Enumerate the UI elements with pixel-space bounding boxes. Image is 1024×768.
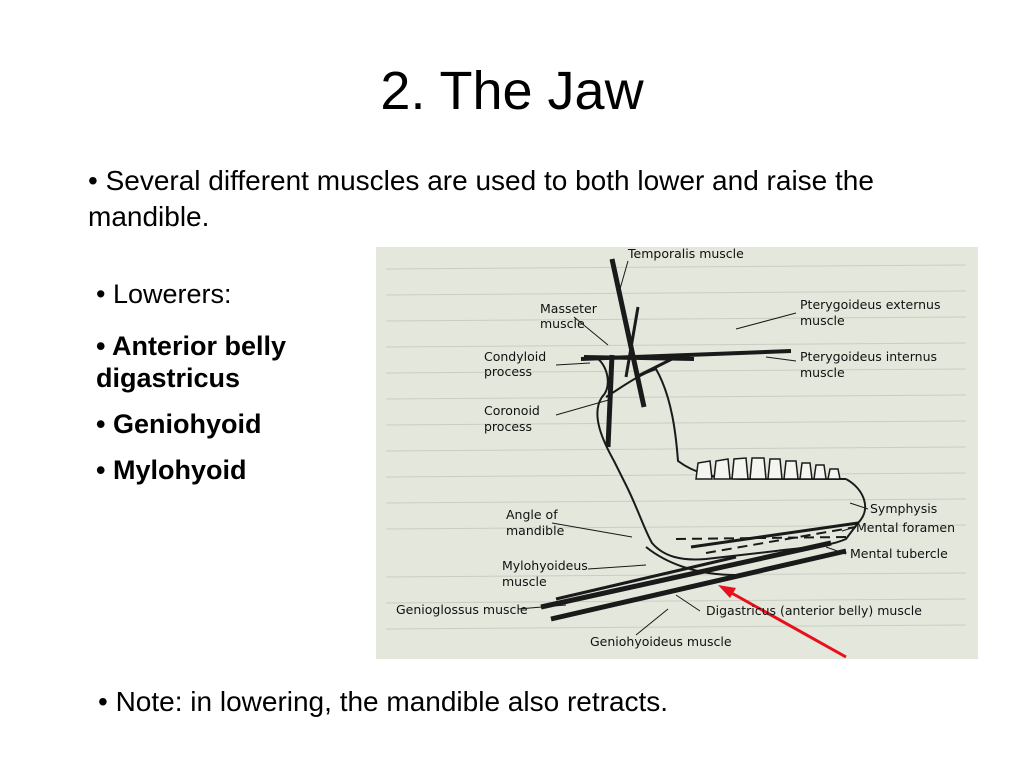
label-mylohyoideus-muscle-1: Mylohyoideus [502,558,588,573]
list-item-anterior-belly-digastricus: • Anterior belly digastricus [96,331,286,393]
label-pterygoideus-internus-2: muscle [800,365,845,380]
slide-title: 2. The Jaw [380,61,644,121]
label-pterygoideus-internus-1: Pterygoideus internus [800,349,937,364]
lowerers-list: • Lowerers: • Anterior belly digastricus… [96,278,366,500]
muscle-lines [540,258,859,622]
label-mental-foramen: Mental foramen [856,520,955,535]
paper-texture [385,264,967,630]
diagram-labels: Temporalis muscle Masseter muscle Pteryg… [396,247,955,649]
label-genioglossus-muscle: Genioglossus muscle [396,602,528,617]
label-condyloid-process-2: process [484,364,532,379]
label-mental-tubercle: Mental tubercle [850,546,948,561]
label-geniohyoideus-muscle: Geniohyoideus muscle [590,634,732,649]
label-angle-of-mandible-2: mandible [506,523,565,538]
leader-lines [517,260,869,636]
list-item-lowerers: • Lowerers: [96,279,232,309]
label-coronoid-process-1: Coronoid [484,403,540,418]
label-pterygoideus-externus-1: Pterygoideus externus [800,297,941,312]
label-condyloid-process-1: Condyloid [484,349,546,364]
intro-bullet: • Several different muscles are used to … [88,165,874,232]
label-angle-of-mandible-1: Angle of [506,507,558,522]
jaw-diagram-drawing: Temporalis muscle Masseter muscle Pteryg… [385,247,967,659]
label-mylohyoideus-muscle-2: muscle [502,574,547,589]
note-bullet: • Note: in lowering, the mandible also r… [98,686,669,717]
label-pterygoideus-externus-2: muscle [800,313,845,328]
list-item-geniohyoid: • Geniohyoid [96,409,262,439]
red-pointer-arrow [718,585,847,659]
jaw-muscle-diagram: Temporalis muscle Masseter muscle Pteryg… [376,247,978,659]
label-coronoid-process-2: process [484,419,532,434]
teeth [695,457,841,480]
label-temporalis-muscle: Temporalis muscle [627,247,744,261]
list-item-mylohyoid: • Mylohyoid [96,455,247,485]
label-symphysis: Symphysis [870,501,937,516]
label-digastricus-anterior-belly: Digastricus (anterior belly) muscle [706,603,922,618]
label-masseter-muscle-2: muscle [540,316,585,331]
label-masseter-muscle-1: Masseter [540,301,598,316]
